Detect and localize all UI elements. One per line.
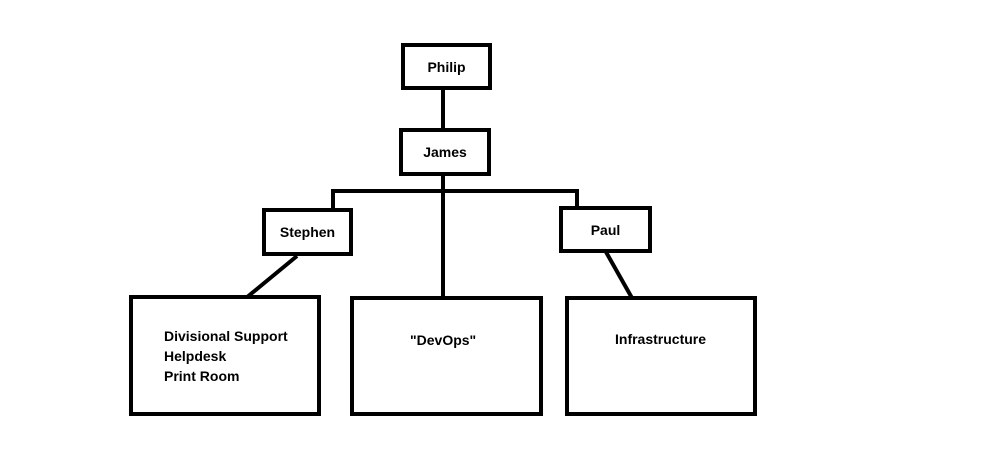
node-support-line-3: Print Room: [164, 368, 240, 384]
connector-paul-infrastructure: [604, 251, 634, 299]
node-philip-label: Philip: [427, 58, 466, 75]
node-paul-label: Paul: [590, 221, 621, 238]
node-james-label: James: [423, 144, 467, 160]
connector-stephen-support: [244, 254, 299, 300]
node-devops: "DevOps": [350, 296, 543, 416]
node-james: James: [399, 128, 491, 176]
node-stephen: Stephen: [262, 208, 353, 256]
node-devops-label: "DevOps": [410, 332, 477, 348]
node-stephen-label: Stephen: [279, 224, 336, 240]
node-philip: Philip: [401, 43, 492, 90]
node-infrastructure-label: Infrastructure: [615, 331, 707, 347]
node-support-line-2: Helpdesk: [164, 348, 227, 364]
node-paul: Paul: [559, 206, 652, 253]
node-support-line-1: Divisional Support: [164, 328, 288, 344]
node-infrastructure: Infrastructure: [565, 296, 757, 416]
node-support-team: Divisional Support Helpdesk Print Room: [129, 295, 321, 416]
